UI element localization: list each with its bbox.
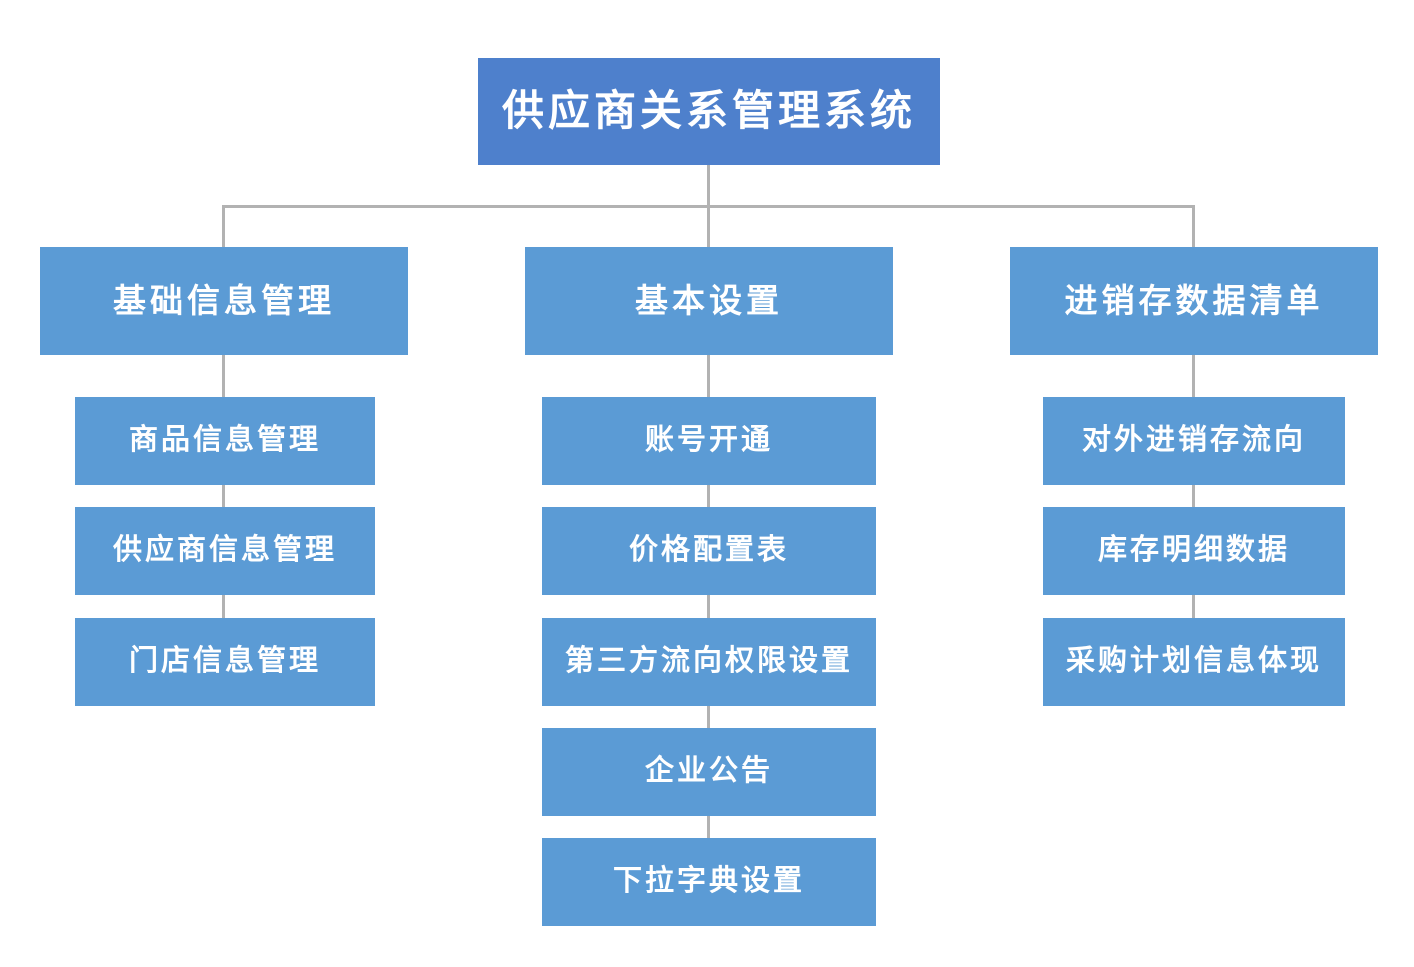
connector-left-seg-3	[222, 595, 225, 618]
connector-drop-middle	[707, 205, 710, 247]
connector-left-seg-1	[222, 355, 225, 397]
connector-mid-seg-1	[707, 355, 710, 397]
connector-right-seg-3	[1192, 595, 1195, 618]
node-price-config-table: 价格配置表	[542, 507, 876, 595]
node-branch-basic-settings: 基本设置	[525, 247, 893, 355]
node-external-inventory-flow: 对外进销存流向	[1043, 397, 1345, 485]
connector-drop-right	[1192, 205, 1195, 247]
node-dropdown-dictionary-settings: 下拉字典设置	[542, 838, 876, 926]
node-purchase-plan-info: 采购计划信息体现	[1043, 618, 1345, 706]
connector-mid-seg-3	[707, 595, 710, 618]
connector-drop-left	[222, 205, 225, 247]
node-supplier-info-mgmt: 供应商信息管理	[75, 507, 375, 595]
connector-mid-seg-4	[707, 706, 710, 728]
node-enterprise-announcement: 企业公告	[542, 728, 876, 816]
node-stock-detail-data: 库存明细数据	[1043, 507, 1345, 595]
connector-right-seg-1	[1192, 355, 1195, 397]
connector-mid-seg-5	[707, 816, 710, 838]
connector-right-seg-2	[1192, 485, 1195, 507]
node-branch-inventory-data-list: 进销存数据清单	[1010, 247, 1378, 355]
node-account-activation: 账号开通	[542, 397, 876, 485]
node-root: 供应商关系管理系统	[478, 58, 940, 165]
connector-mid-seg-2	[707, 485, 710, 507]
connector-root-stub	[707, 165, 710, 208]
node-branch-basic-info: 基础信息管理	[40, 247, 408, 355]
node-product-info-mgmt: 商品信息管理	[75, 397, 375, 485]
connector-left-seg-2	[222, 485, 225, 507]
node-store-info-mgmt: 门店信息管理	[75, 618, 375, 706]
node-third-party-flow-permission: 第三方流向权限设置	[542, 618, 876, 706]
